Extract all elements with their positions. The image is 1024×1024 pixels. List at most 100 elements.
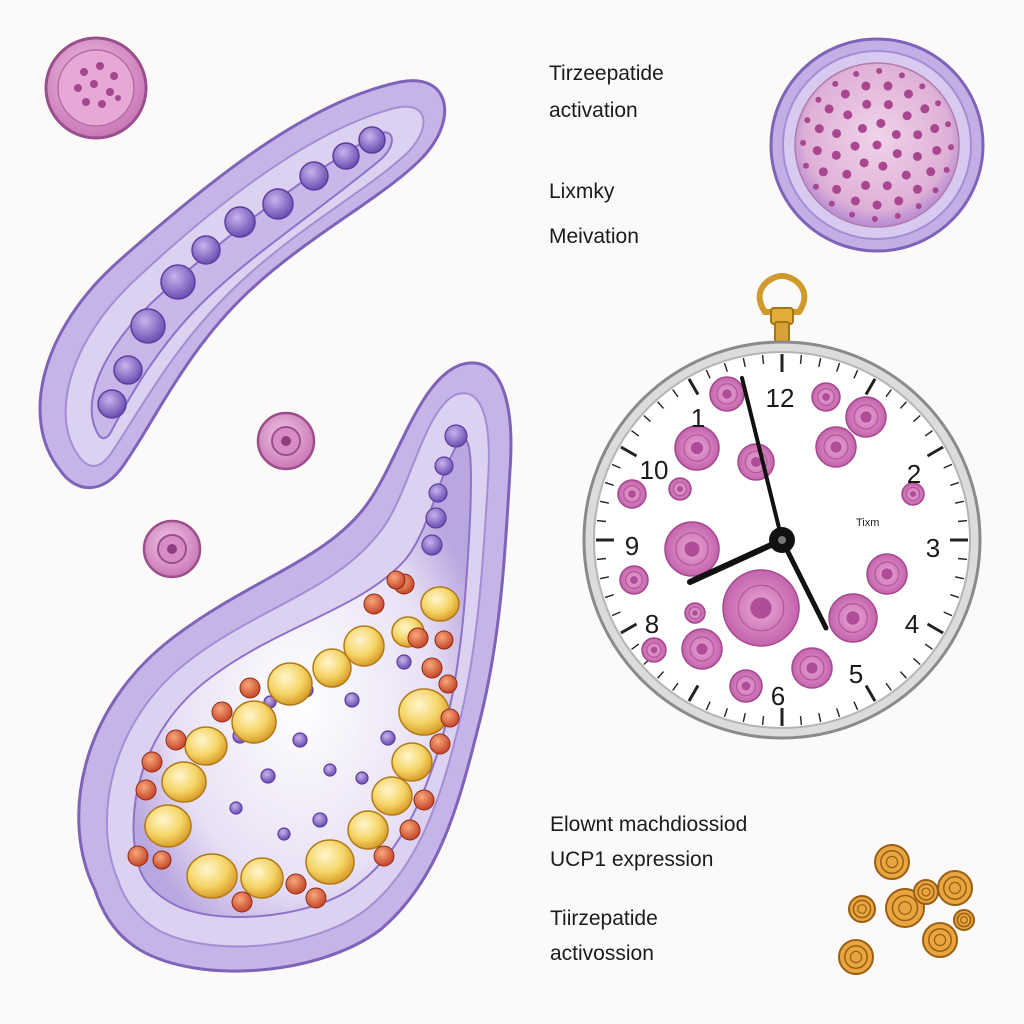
cell-granule xyxy=(818,167,828,177)
clock-tick xyxy=(818,357,822,368)
clock-number-4: 4 xyxy=(905,609,919,639)
cell-granule xyxy=(840,89,850,99)
clock-hand-long xyxy=(740,376,784,542)
cell-granule xyxy=(947,144,954,151)
clock-cell-spot xyxy=(791,647,833,689)
clock-tick xyxy=(954,576,965,580)
clock-tick xyxy=(620,445,638,458)
clock-hand-short xyxy=(687,537,785,585)
clock-tick xyxy=(943,611,953,617)
cell-granule xyxy=(814,124,824,134)
clock-cell-spot xyxy=(664,521,720,577)
clock-cell-spot xyxy=(729,669,763,703)
cell-granule xyxy=(832,80,839,87)
clock-cell-spot xyxy=(737,443,775,481)
clock-tick xyxy=(657,401,665,409)
cell-granule xyxy=(876,68,883,75)
clock-tick xyxy=(604,594,614,599)
cell-granule xyxy=(930,124,940,134)
label-ucp1: UCP1 expression xyxy=(550,848,714,871)
mitochondrion xyxy=(937,870,973,906)
cell-granule xyxy=(892,149,902,159)
adipocyte-cell-icon xyxy=(77,361,513,973)
cell-granule xyxy=(831,150,841,160)
label-activation: activation xyxy=(549,99,638,122)
cell-granule xyxy=(857,123,867,133)
clock-cell-spot xyxy=(684,602,706,624)
clock-tick xyxy=(761,715,765,726)
cell-granule xyxy=(912,151,922,161)
cell-granule xyxy=(861,81,871,91)
cell-granule xyxy=(883,81,893,91)
clock-tick xyxy=(799,715,803,726)
small-pink-cell-icon xyxy=(142,519,202,579)
clock-tick xyxy=(761,354,765,365)
label-meivation: Meivation xyxy=(549,225,639,248)
clock-number-10: 10 xyxy=(640,455,669,485)
clock-tick xyxy=(864,684,877,702)
clock-number-6: 6 xyxy=(771,681,785,711)
clock-tick xyxy=(705,701,711,711)
cell-granule xyxy=(861,180,871,190)
cell-granule xyxy=(935,100,942,107)
clock-tick xyxy=(913,415,921,423)
cell-granule xyxy=(824,104,834,114)
clock-tick xyxy=(954,500,965,504)
clock-cell-spot xyxy=(722,569,800,647)
clock-tick xyxy=(926,622,944,635)
clock-tick xyxy=(672,682,679,691)
clock-tick xyxy=(705,369,711,379)
cell-granule xyxy=(862,99,872,109)
clock-tick xyxy=(864,378,877,396)
clock-tick xyxy=(620,622,638,635)
clock-tick xyxy=(799,354,803,365)
clock-tick xyxy=(687,684,700,702)
cell-granule xyxy=(871,215,878,222)
clock-cell-spot xyxy=(709,376,745,412)
clock-cell-spot xyxy=(815,426,857,468)
clock-cell-spot xyxy=(619,565,649,595)
cell-granule xyxy=(876,118,886,128)
clock-tick xyxy=(913,657,921,665)
label-elownt: Elownt machdiossiod xyxy=(550,813,748,836)
cell-granule xyxy=(932,187,939,194)
mitochondrion xyxy=(885,888,925,928)
clock-cell-spot xyxy=(617,479,647,509)
cell-granule xyxy=(832,129,842,139)
cell-granule xyxy=(898,72,905,79)
cell-granule xyxy=(902,111,912,121)
clock-tick xyxy=(950,481,960,486)
clock-tick xyxy=(950,594,960,599)
cell-granule xyxy=(882,181,892,191)
cell-granule xyxy=(832,184,842,194)
cell-granule xyxy=(945,121,952,128)
clock-tick xyxy=(899,671,907,679)
mitochondria-cluster-icon xyxy=(838,844,975,975)
label-lixmky: Lixmky xyxy=(549,180,615,203)
clock-tick xyxy=(611,611,621,617)
cell-granule xyxy=(812,146,822,156)
mitochondrion xyxy=(874,844,910,880)
pink-cell-icon xyxy=(44,36,148,140)
label-activossion: activossion xyxy=(550,942,654,965)
cell-granule xyxy=(843,110,853,120)
cell-granule xyxy=(878,161,888,171)
cell-granule xyxy=(901,170,911,180)
label-tirzeepatide: Tirzeepatide xyxy=(549,62,664,85)
cell-granule xyxy=(894,196,904,206)
clock-tick xyxy=(599,500,610,504)
cell-granule xyxy=(943,166,950,173)
cell-granule xyxy=(872,200,882,210)
mitochondrion xyxy=(953,909,975,931)
clock-number-5: 5 xyxy=(849,659,863,689)
clock-tick xyxy=(596,519,607,523)
clock-number-8: 8 xyxy=(645,609,659,639)
cell-granule xyxy=(891,129,901,139)
mitochondrion xyxy=(838,939,874,975)
mitochondrion xyxy=(913,879,939,905)
cell-granule xyxy=(883,100,893,110)
clock-cell-spot xyxy=(828,593,878,643)
clock-tick xyxy=(957,557,968,561)
clock-tick xyxy=(943,463,953,469)
